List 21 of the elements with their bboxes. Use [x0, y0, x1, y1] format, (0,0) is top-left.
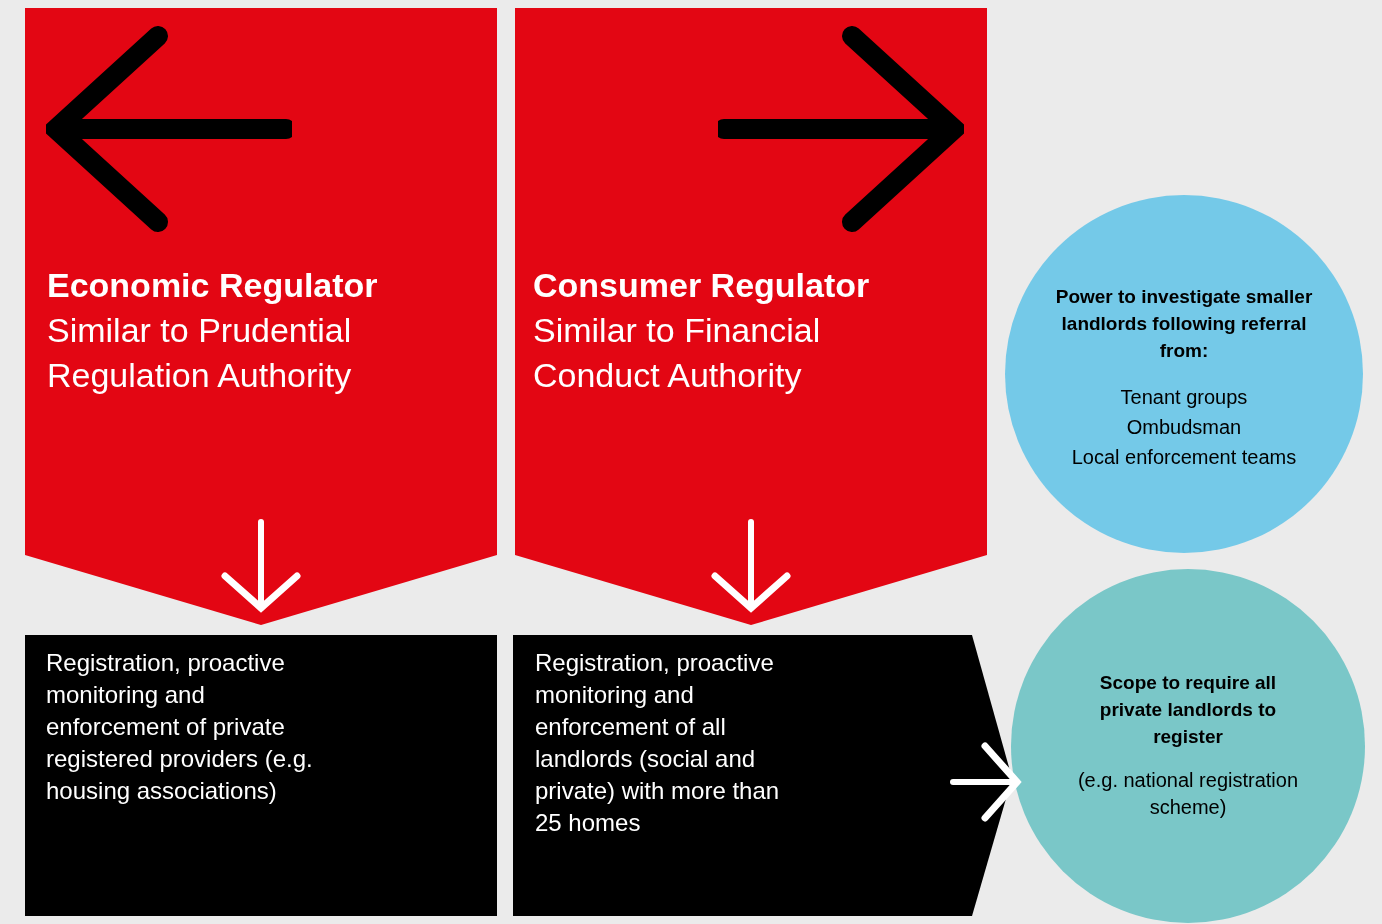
heading: Economic Regulator	[47, 265, 379, 306]
text-box	[25, 635, 497, 916]
body-text: (e.g. national registration scheme)	[1076, 768, 1300, 820]
body-text: Registration, proactive monitoring and enforcement of all landlords (social and private) with more than 25 homes	[535, 648, 781, 838]
heading: Power to investigate smaller landlords following referral from:	[1054, 285, 1314, 363]
arrow-shaped-box	[513, 635, 1012, 916]
arrow	[950, 742, 1021, 822]
body-text: Similar to Prudential Regulation Authority	[47, 310, 353, 396]
heading: Scope to require all private landlords to register	[1098, 671, 1278, 749]
pentagon-banner	[515, 8, 987, 625]
arrow	[711, 519, 791, 612]
body-text: Local enforcement teams	[1070, 445, 1298, 470]
pentagon-banner	[25, 8, 497, 625]
body-text: Similar to Financial Conduct Authority	[533, 310, 822, 396]
heading: Consumer Regulator	[533, 265, 871, 306]
body-text: Tenant groups	[1119, 385, 1249, 410]
arrow	[221, 519, 301, 612]
body-text: Registration, proactive monitoring and enforcement of private registered providers (e.g. housing associations)	[46, 648, 314, 806]
circle-node	[1011, 569, 1365, 923]
circle-node	[1005, 195, 1363, 553]
body-text: Ombudsman	[1125, 415, 1243, 440]
